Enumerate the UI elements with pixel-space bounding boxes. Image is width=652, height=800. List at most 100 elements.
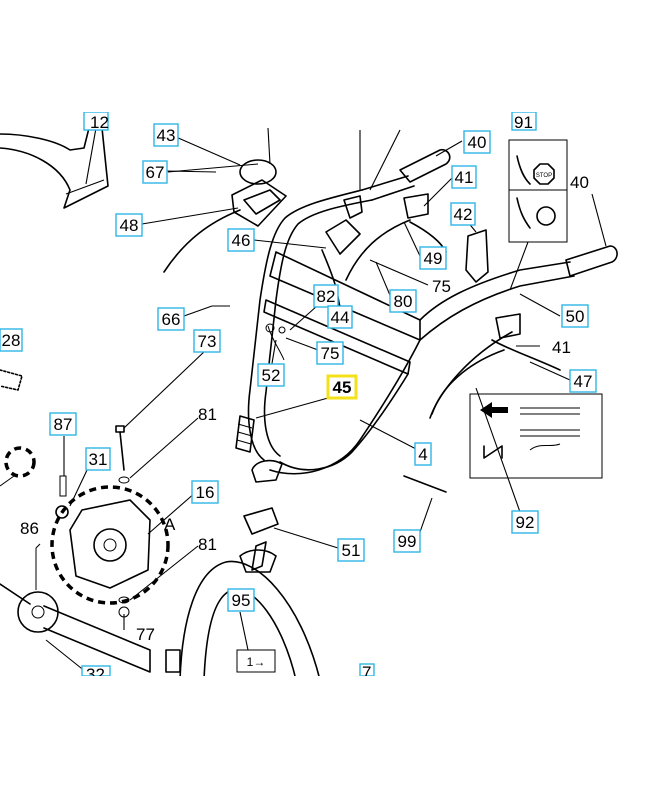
label-86: 86 — [20, 519, 39, 538]
shield-cover-drawing — [0, 123, 109, 209]
callout-66: 66 — [157, 307, 185, 331]
top-blank — [0, 0, 652, 112]
callout-31: 31 — [85, 447, 111, 471]
callout-80: 80 — [389, 289, 417, 313]
callout-box-40a — [463, 130, 491, 154]
callout-box-31 — [85, 447, 111, 471]
callout-44: 44 — [327, 305, 353, 329]
callout-40a: 40 — [463, 130, 491, 154]
callout-box-50 — [561, 304, 589, 328]
stop-decal-drawing: STOP — [508, 139, 568, 243]
direction-1-text: 1→ — [247, 655, 266, 669]
callout-label-45: 45 — [333, 378, 352, 397]
label-41-right: 41 — [552, 338, 571, 357]
label-40-right: 40 — [570, 173, 589, 192]
callout-75b: 75 — [316, 341, 344, 365]
partial-labels: 12 91 32 7 — [81, 111, 537, 684]
callout-92: 92 — [511, 510, 539, 534]
callout-label-67: 67 — [146, 163, 165, 182]
callout-box-16 — [191, 480, 219, 504]
callout-label-49: 49 — [424, 249, 443, 268]
callout-99: 99 — [393, 529, 421, 553]
callout-box-42 — [450, 202, 476, 226]
callout-label-42: 42 — [454, 205, 473, 224]
sprocket-shaft-drawing — [0, 548, 151, 673]
bottom-blank — [0, 676, 652, 800]
callout-label-51: 51 — [342, 541, 361, 560]
callout-box-43 — [153, 123, 179, 147]
callout-box-92 — [511, 510, 539, 534]
stop-sign-icon — [533, 163, 555, 185]
callout-box-41a — [451, 165, 477, 189]
callout-box-4 — [414, 442, 432, 466]
clutch-levers-drawing — [345, 193, 561, 415]
callout-label-47: 47 — [574, 372, 593, 391]
callout-box-28 — [0, 328, 23, 352]
callout-label-16: 16 — [196, 483, 215, 502]
callout-label-48: 48 — [120, 216, 139, 235]
label-77: 77 — [136, 625, 155, 644]
callout-box-82 — [313, 284, 339, 308]
callout-box-44 — [327, 305, 353, 329]
callout-50: 50 — [561, 304, 589, 328]
callout-4: 4 — [414, 442, 432, 466]
callout-label-66: 66 — [162, 310, 181, 329]
callout-48: 48 — [115, 213, 143, 237]
callout-label-73: 73 — [198, 332, 217, 351]
callout-46: 46 — [227, 228, 255, 252]
callout-45: 45 — [326, 374, 358, 400]
callout-label-50: 50 — [566, 307, 585, 326]
callout-43: 43 — [153, 123, 179, 147]
label-A: A — [164, 515, 176, 534]
callout-box-87 — [49, 412, 77, 436]
callout-box-67 — [142, 160, 168, 184]
callout-box-47 — [569, 369, 597, 393]
callout-label-82: 82 — [317, 287, 336, 306]
direction-decal-drawing — [469, 393, 603, 479]
callout-box-48 — [115, 213, 143, 237]
callout-51: 51 — [337, 538, 365, 562]
callout-label-31: 31 — [89, 450, 108, 469]
callout-16: 16 — [191, 480, 219, 504]
callout-box-95 — [227, 588, 255, 612]
callout-95: 95 — [227, 588, 255, 612]
callout-label-52: 52 — [262, 366, 281, 385]
callout-label-80: 80 — [394, 292, 413, 311]
callout-box-99 — [393, 529, 421, 553]
callout-87: 87 — [49, 412, 77, 436]
callout-box-46 — [227, 228, 255, 252]
callout-28: 28 — [0, 328, 23, 352]
label-81-lower: 81 — [198, 535, 217, 554]
lower-handle-drawing — [165, 475, 447, 681]
callout-box-75b — [316, 341, 344, 365]
callout-label-41a: 41 — [455, 168, 474, 187]
callout-label-4: 4 — [418, 445, 427, 464]
callout-box-73 — [193, 329, 221, 353]
callout-52: 52 — [257, 363, 285, 387]
callout-49: 49 — [419, 246, 447, 270]
label-75-upper: 75 — [432, 277, 451, 296]
callout-41a: 41 — [451, 165, 477, 189]
partial-label-top-left: 12 — [90, 113, 109, 132]
label-81-upper: 81 — [198, 405, 217, 424]
callout-47: 47 — [569, 369, 597, 393]
gearbox-drawing — [0, 425, 170, 618]
callout-label-92: 92 — [516, 513, 535, 532]
arrow-left-icon — [480, 402, 508, 418]
callout-label-75b: 75 — [321, 344, 340, 363]
callout-label-99: 99 — [398, 532, 417, 551]
chain-drawing — [0, 369, 23, 391]
callout-label-46: 46 — [232, 231, 251, 250]
stop-sign-text: STOP — [536, 173, 552, 179]
callout-73: 73 — [193, 329, 221, 353]
callout-box-66 — [157, 307, 185, 331]
callout-box-80 — [389, 289, 417, 313]
throttle-control-drawing — [212, 195, 363, 361]
callout-67: 67 — [142, 160, 168, 184]
callout-label-43: 43 — [157, 126, 176, 145]
callout-box-45 — [326, 374, 358, 400]
callout-box-51 — [337, 538, 365, 562]
callout-box-49 — [419, 246, 447, 270]
